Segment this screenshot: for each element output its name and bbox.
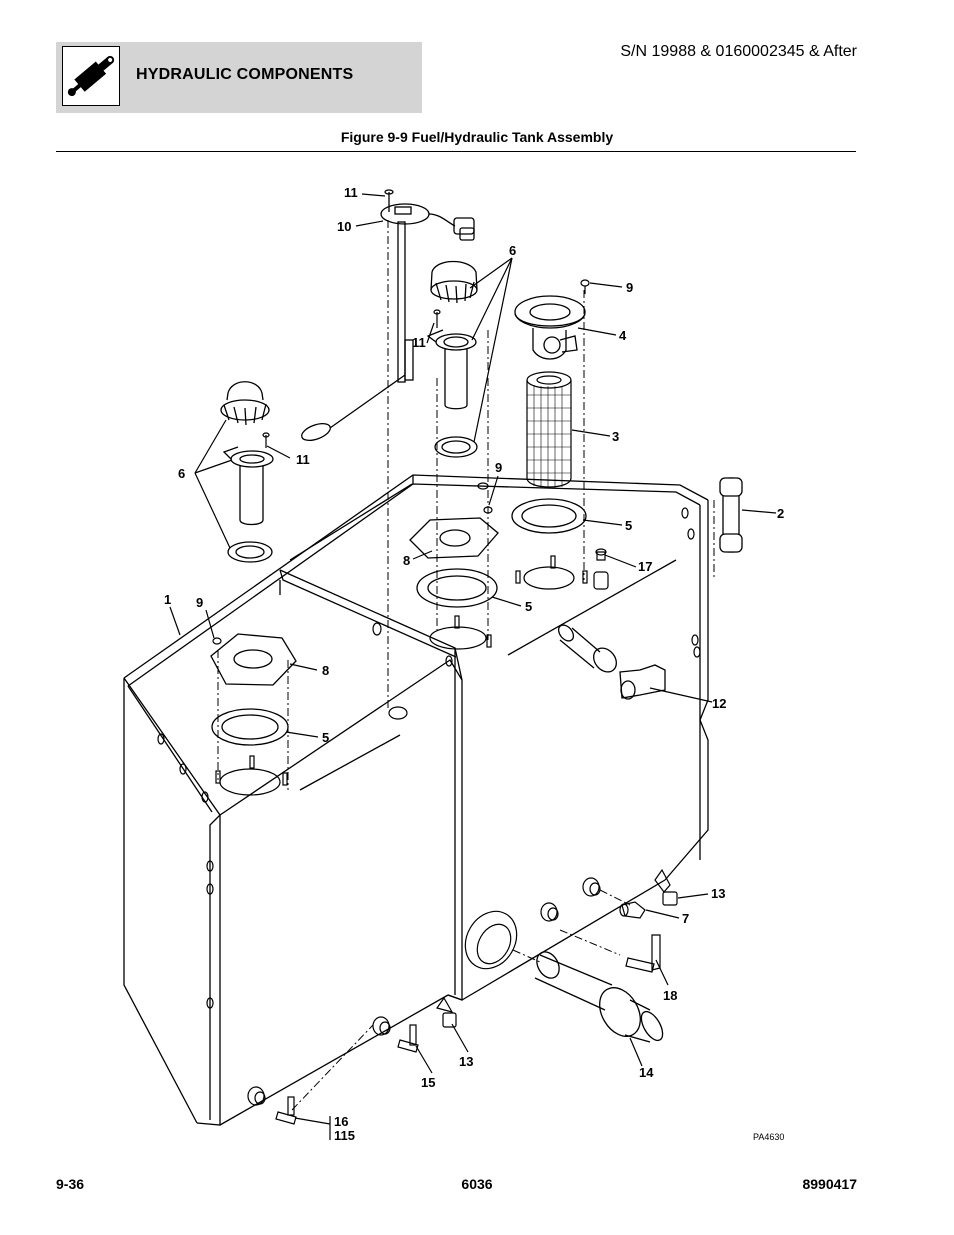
callout-5: 5 — [525, 599, 532, 614]
suction-strainer — [557, 624, 666, 700]
callout-15: 15 — [421, 1075, 435, 1090]
leader-lines — [169, 193, 777, 1140]
plug-17 — [593, 548, 609, 590]
callout-6: 6 — [509, 243, 516, 258]
sight-gauge — [719, 477, 743, 553]
callout-13: 13 — [459, 1054, 473, 1069]
callout-18: 18 — [663, 988, 677, 1003]
callout-14: 14 — [639, 1065, 654, 1080]
page-number: 9-36 — [56, 1176, 85, 1192]
section-title: HYDRAULIC COMPONENTS — [136, 66, 354, 83]
breather-cap-left — [220, 381, 274, 563]
callout-9: 9 — [495, 460, 502, 475]
callout-115: 115 — [334, 1128, 355, 1143]
alignment-lines — [217, 220, 715, 1111]
callout-5: 5 — [625, 518, 632, 533]
callout-11: 11 — [412, 335, 426, 350]
lower-bosses — [247, 877, 601, 1106]
callout-11: 11 — [344, 185, 358, 200]
callout-17: 17 — [638, 559, 652, 574]
callout-6: 6 — [178, 466, 185, 481]
callout-3: 3 — [612, 429, 619, 444]
callout-10: 10 — [337, 219, 351, 234]
callout-9: 9 — [196, 595, 203, 610]
callout-8: 8 — [403, 553, 410, 568]
tank-body — [123, 474, 709, 1126]
callout-1: 1 — [164, 592, 171, 607]
callout-2: 2 — [777, 506, 784, 521]
fasteners — [212, 279, 590, 645]
fittings-15-16 — [275, 1024, 419, 1125]
callout-5: 5 — [322, 730, 329, 745]
callout-13: 13 — [711, 886, 725, 901]
fittings-13 — [436, 868, 678, 1028]
callout-labels: 11 10 6 9 4 11 3 11 6 9 2 5 17 8 5 1 9 8… — [164, 185, 784, 1143]
tank-openings — [215, 555, 588, 796]
return-fitting — [534, 951, 664, 1043]
callout-9: 9 — [626, 280, 633, 295]
callout-4: 4 — [619, 328, 627, 343]
figure-title: Figure 9-9 Fuel/Hydraulic Tank Assembly — [340, 129, 614, 145]
mounting-plates — [210, 517, 499, 686]
fuel-sender-unit — [301, 189, 475, 441]
callout-7: 7 — [682, 911, 689, 926]
header-rule — [56, 151, 856, 152]
gaskets — [211, 498, 587, 746]
callout-11: 11 — [296, 452, 310, 467]
manual-part-number: 8990417 — [802, 1176, 857, 1192]
callout-16: 16 — [334, 1114, 348, 1129]
hydraulic-cylinder-icon — [62, 46, 120, 106]
breather-cap-upper — [426, 260, 478, 458]
fittings-7-18 — [619, 901, 661, 973]
filter-head — [514, 295, 586, 360]
panel-holes — [157, 482, 701, 1009]
model-number: 6036 — [461, 1176, 493, 1192]
callout-8: 8 — [322, 663, 329, 678]
filter-element — [526, 371, 572, 488]
serial-number-info: S/N 19988 & 0160002345 & After — [620, 43, 857, 60]
callout-12: 12 — [712, 696, 726, 711]
figure-reference-code: PA4630 — [753, 1132, 784, 1142]
